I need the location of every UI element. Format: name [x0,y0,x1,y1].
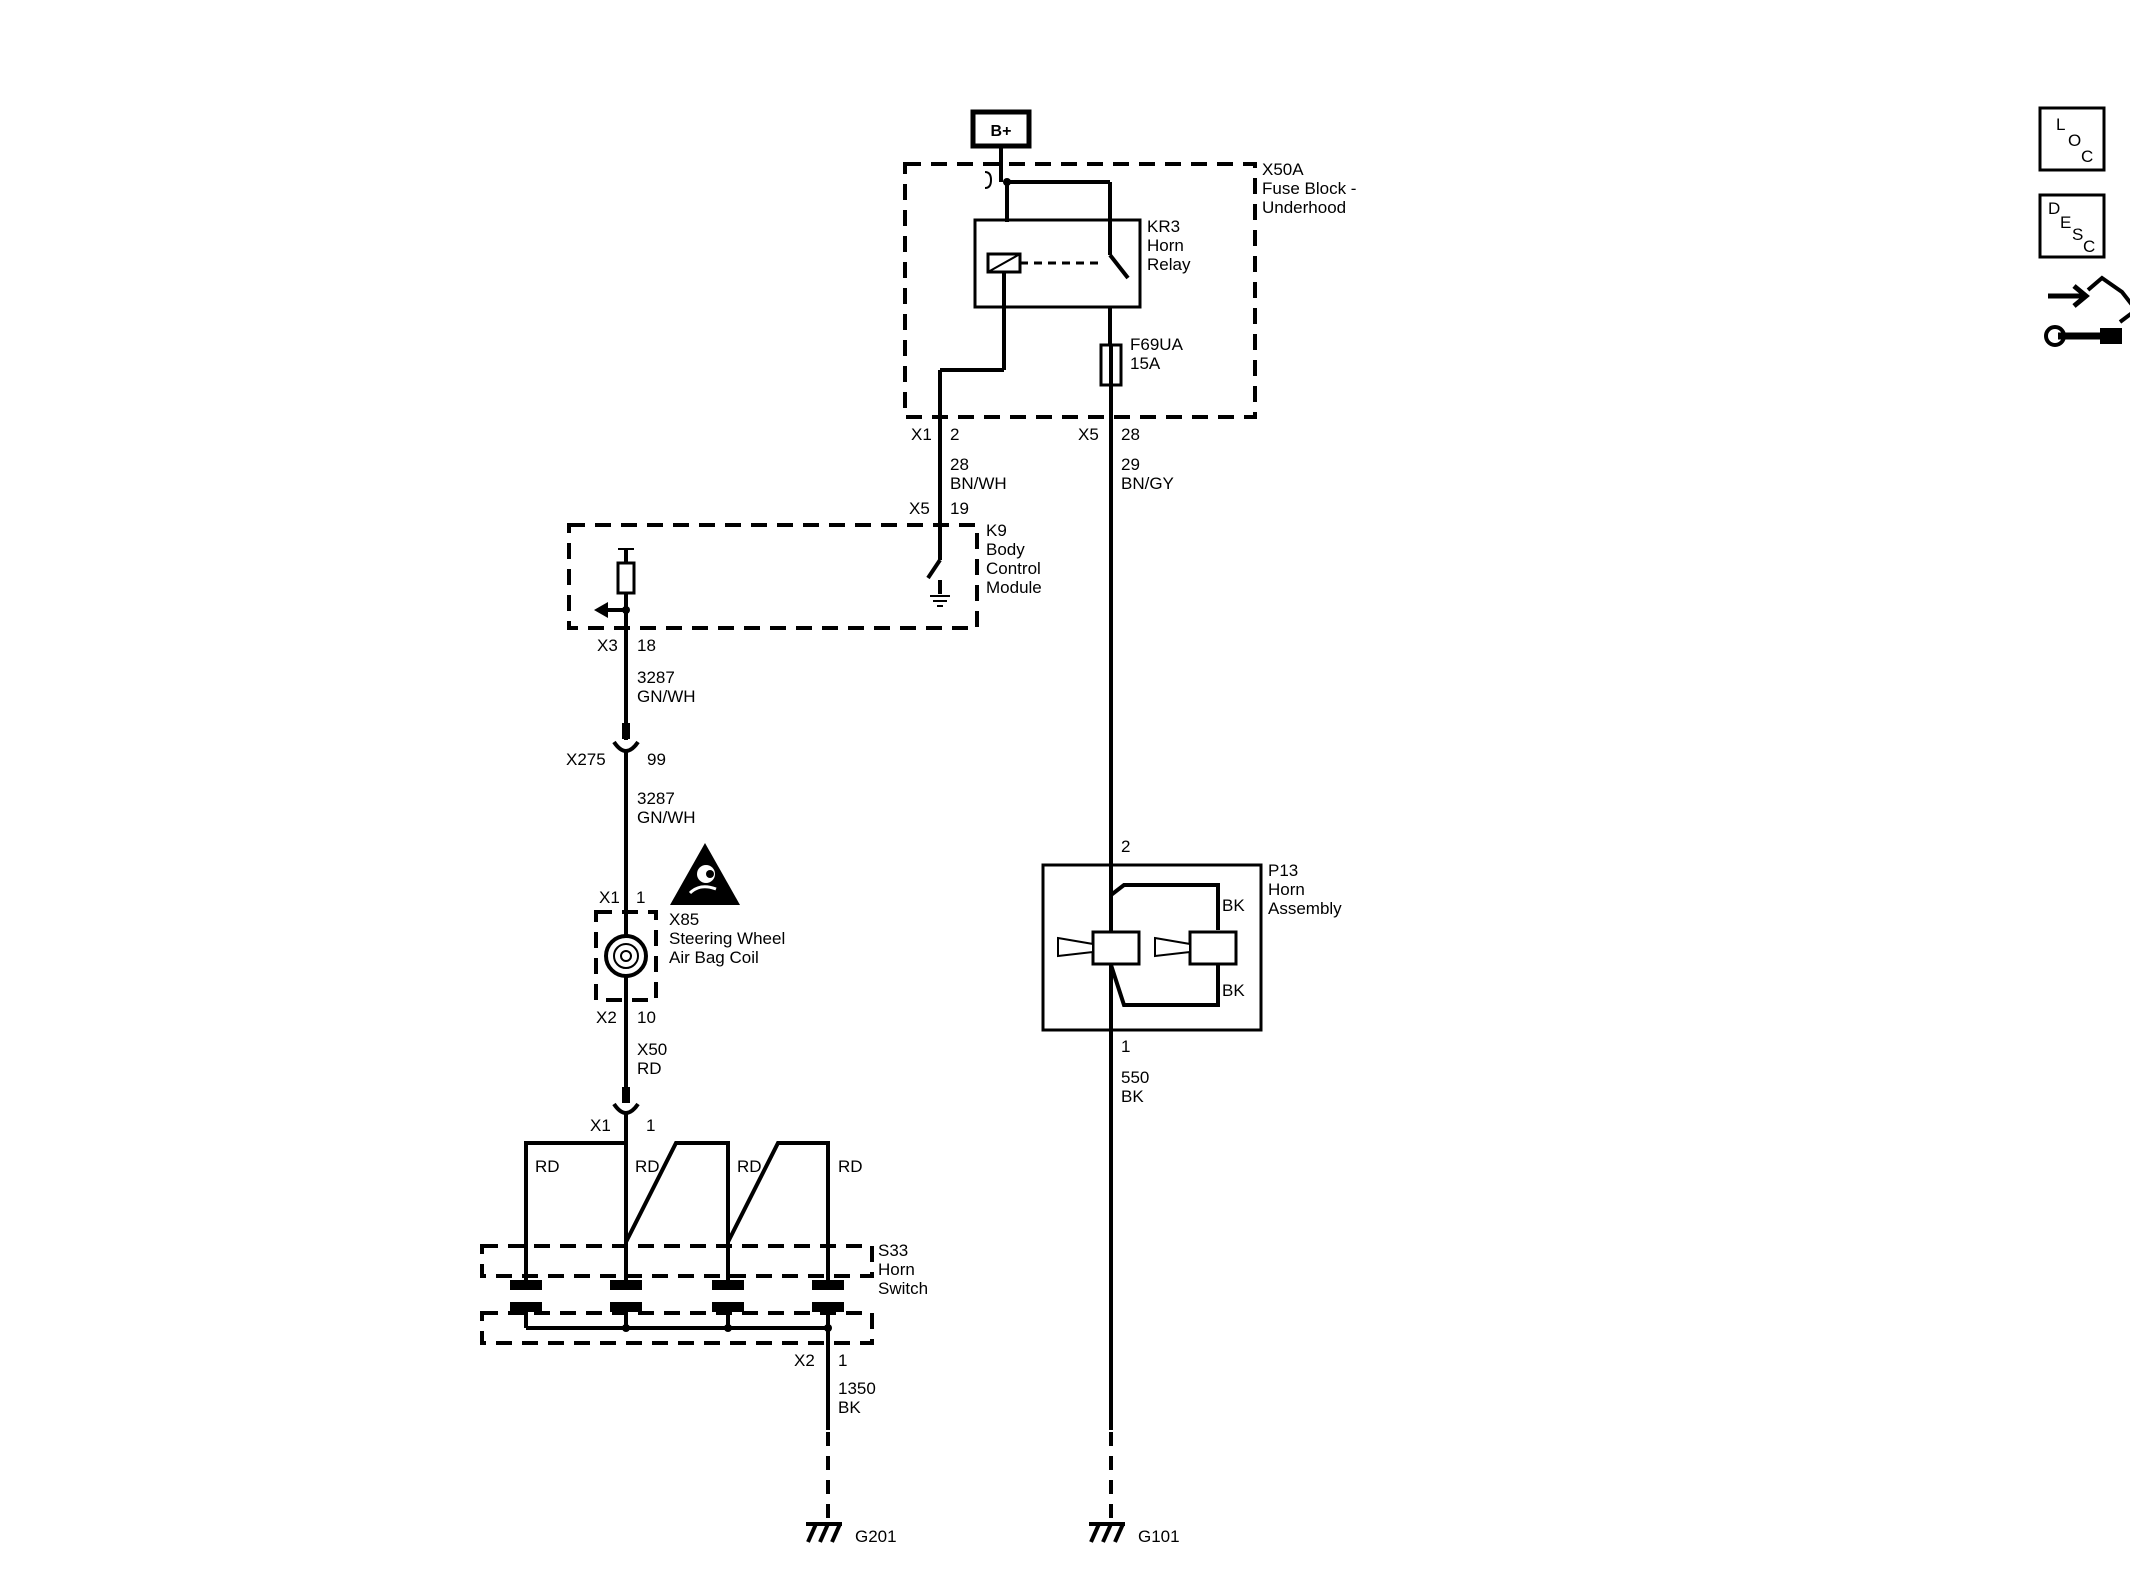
connector-tools-icon[interactable] [2044,275,2130,347]
fuse-block-right-conn: X5 [1078,425,1099,444]
horn-line1: Horn [1268,880,1305,899]
coil-bottom-pin: 10 [637,1008,656,1027]
fuse-block-ref: X50A [1262,160,1304,179]
relay-switch-contact [1108,253,1130,280]
fuse-block-left-pin: 2 [950,425,959,444]
bcm-line3: Module [986,578,1042,597]
fuse-block-outline [903,162,1257,419]
switch-wire-color-1: RD [535,1157,560,1176]
horn-relay-box [973,218,1142,309]
horn-bottom-wire-color: BK [1222,981,1245,1000]
horn-switch-upper-outline [480,1244,874,1278]
coil-top-pin: 1 [636,888,645,907]
bcm-ref: K9 [986,521,1007,540]
wire-28-circuit: 28 [950,455,969,474]
bcm-switch-contact [926,558,942,580]
bcm-ground-icon [930,595,950,607]
bcm-input-arrow-icon [594,602,608,618]
bcm-outline [567,523,979,630]
switch-top-pin: 1 [646,1116,655,1135]
bus-bar-symbol [984,171,993,189]
switch-bottom-pin: 1 [838,1351,847,1370]
horn-assembly-box [1041,863,1263,1032]
wire-3287a-circuit: 3287 [637,668,675,687]
wire-29-circuit: 29 [1121,455,1140,474]
svg-text:C: C [2081,147,2093,166]
fuse-ref: F69UA [1130,335,1184,354]
wire-550-circuit: 550 [1121,1068,1149,1087]
x275-pin: 99 [647,750,666,769]
relay-line2: Relay [1147,255,1191,274]
power-label: B+ [991,123,1012,140]
switch-top-conn: X1 [590,1116,611,1135]
ground-g201-icon [806,1522,842,1543]
wire-x50-color: RD [637,1059,662,1078]
coil-line1: Steering Wheel [669,929,785,948]
horn-ref: P13 [1268,861,1298,880]
bcm-bottom-pin: 18 [637,636,656,655]
coil-outline [594,910,658,1002]
coil-line2: Air Bag Coil [669,948,759,967]
horn-top-pin: 2 [1121,837,1130,856]
svg-text:D: D [2048,199,2060,218]
relay-ref: KR3 [1147,217,1180,236]
coil-top-conn: X1 [599,888,620,907]
switch-line1: Horn [878,1260,915,1279]
switch-wire-color-3: RD [737,1157,762,1176]
fuse-block-right-pin: 28 [1121,425,1140,444]
airbag-warning-icon [670,843,740,905]
ground-g201-label: G201 [855,1527,897,1546]
description-button[interactable]: D E S C [2038,193,2106,259]
fuse-block-line1: Fuse Block - [1262,179,1356,198]
coil-bottom-conn: X2 [596,1008,617,1027]
x275-conn: X275 [566,750,606,769]
svg-text:O: O [2068,131,2081,150]
switch-bottom-conn: X2 [794,1351,815,1370]
fuse-rating: 15A [1130,354,1161,373]
wire-3287b-color: GN/WH [637,808,696,827]
horn-line2: Assembly [1268,899,1342,918]
svg-text:E: E [2060,213,2071,232]
fuse-block-line2: Underhood [1262,198,1346,217]
fuse-block-left-conn: X1 [911,425,932,444]
inline-connector-x1 [612,1102,640,1115]
horn-top-wire-color: BK [1222,896,1245,915]
wire-1350-circuit: 1350 [838,1379,876,1398]
horn-2-icon [1154,930,1238,966]
switch-line2: Switch [878,1279,928,1298]
horn-bottom-pin: 1 [1121,1037,1130,1056]
bcm-top-conn: X5 [909,499,930,518]
coil-ref: X85 [669,910,699,929]
wire-3287a-color: GN/WH [637,687,696,706]
svg-text:S: S [2072,225,2083,244]
inline-connector-x275 [612,740,640,753]
wire-28-color: BN/WH [950,474,1007,493]
horn-switch-contacts [510,1280,844,1312]
clock-spring-coil-icon [604,934,648,978]
wire-1350-color: BK [838,1398,861,1417]
bcm-top-pin: 19 [950,499,969,518]
bcm-line2: Control [986,559,1041,578]
bcm-line1: Body [986,540,1025,559]
switch-ref: S33 [878,1241,908,1260]
svg-text:C: C [2083,237,2095,256]
wire-29-color: BN/GY [1121,474,1174,493]
bcm-bottom-conn: X3 [597,636,618,655]
svg-text:L: L [2056,115,2065,134]
bcm-pullup-resistor [616,561,636,595]
relay-line1: Horn [1147,236,1184,255]
wire-550-color: BK [1121,1087,1144,1106]
ground-g101-icon [1089,1522,1125,1543]
switch-wire-color-2: RD [635,1157,660,1176]
ground-g101-label: G101 [1138,1527,1180,1546]
location-button[interactable]: L O C [2038,106,2106,172]
wire-3287b-circuit: 3287 [637,789,675,808]
battery-positive-terminal: B+ [970,109,1032,149]
wire-x50-circuit: X50 [637,1040,667,1059]
horn-switch-lower-outline [480,1311,874,1345]
switch-wire-color-4: RD [838,1157,863,1176]
horn-1-icon [1057,930,1141,966]
